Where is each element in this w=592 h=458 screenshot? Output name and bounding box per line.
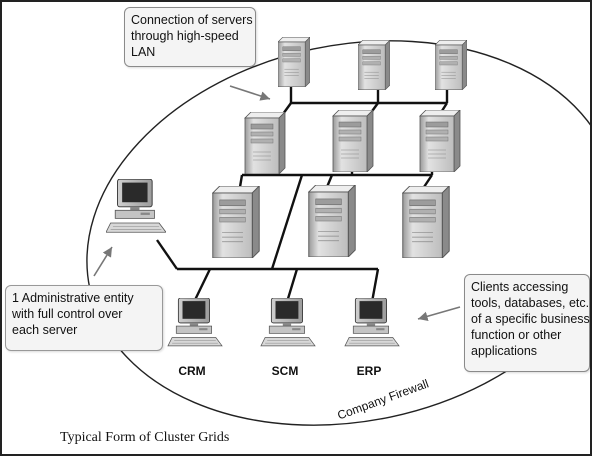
callout-line: function or other (471, 328, 562, 342)
lan-callout-arrow (229, 85, 271, 101)
scm-workstation-icon (260, 298, 316, 347)
lan-callout: Connection of servers through high-speed… (124, 7, 256, 67)
clients-callout-arrow (417, 306, 461, 321)
server-tower-icon (212, 186, 260, 258)
callout-line: each server (12, 323, 78, 337)
callout-line: Connection of servers (131, 13, 253, 27)
callout-line: applications (471, 344, 538, 358)
server-tower-icon (308, 185, 356, 257)
firewall-label: Company Firewall (335, 376, 430, 422)
server-tower-icon (419, 110, 461, 172)
admin-callout-arrow (93, 246, 113, 277)
crm-workstation-icon (167, 298, 223, 347)
server-tower-icon (435, 40, 467, 90)
diagram-caption: Typical Form of Cluster Grids (60, 430, 230, 445)
callout-line: of a specific business (471, 312, 590, 326)
callout-line: LAN (131, 45, 156, 59)
server-tower-icon (244, 112, 286, 174)
callout-line: Clients accessing (471, 280, 569, 294)
erp-label: ERP (356, 364, 382, 378)
server-tower-icon (358, 40, 390, 90)
lan-connections (156, 77, 449, 303)
callout-line: through high-speed (131, 29, 239, 43)
server-tower-icon (332, 110, 374, 172)
callout-line: 1 Administrative entity (12, 291, 134, 305)
clients-callout: Clients accessing tools, databases, etc.… (464, 274, 590, 372)
admin-callout: 1 Administrative entity with full contro… (5, 285, 163, 351)
server-tower-icon (278, 37, 310, 87)
server-tower-icon (402, 186, 450, 258)
crm-label: CRM (178, 364, 206, 378)
admin-workstation-icon (106, 179, 166, 233)
callout-line: tools, databases, etc. (471, 296, 590, 310)
scm-label: SCM (271, 364, 299, 378)
callout-line: with full control over (12, 307, 123, 321)
erp-workstation-icon (344, 298, 400, 347)
